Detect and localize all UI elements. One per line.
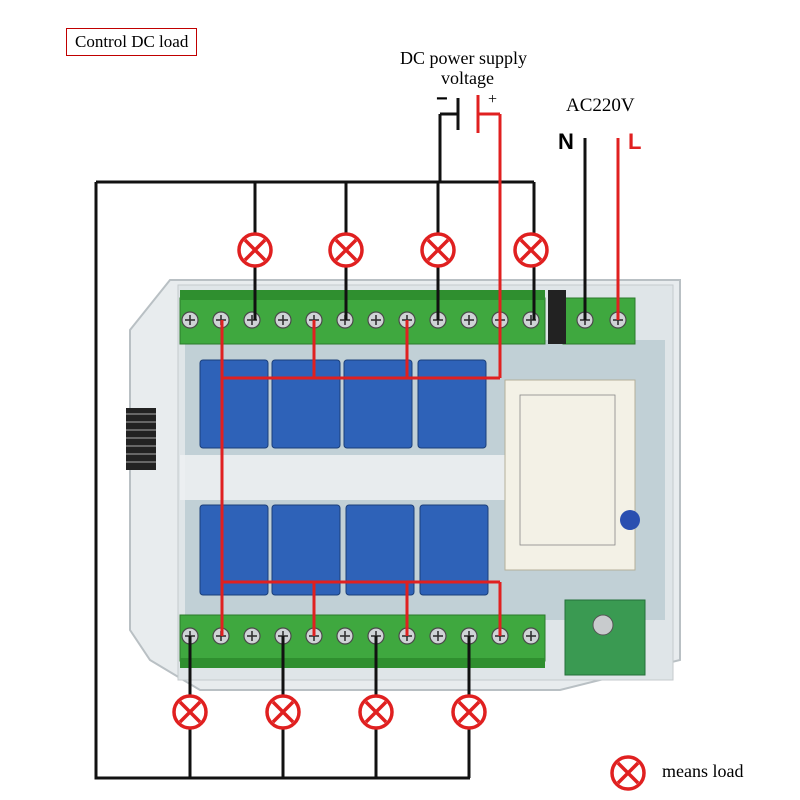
- lid-strip: [180, 455, 505, 500]
- load-lamp-icon: [610, 755, 646, 791]
- relays-bottom-row: [199, 504, 489, 596]
- loads-bottom: [172, 694, 487, 730]
- top-terminal-block: [179, 290, 546, 345]
- dc-supply-label-line2: voltage: [441, 68, 494, 88]
- ac-live-label: L: [628, 129, 642, 154]
- diagram-title: Control DC load: [66, 28, 198, 56]
- dc-supply-label-line1: DC power supply: [400, 48, 527, 68]
- ac-terminal-block: [548, 290, 636, 345]
- bottom-terminal-block: [179, 614, 546, 668]
- relays-top-row: [199, 359, 487, 449]
- red-wires: [220, 114, 620, 636]
- ac-voltage-label: AC220V: [566, 95, 635, 116]
- dc-plus-sign: +: [488, 91, 498, 108]
- receiver-module: [504, 379, 646, 676]
- ac-neutral-label: N: [558, 129, 574, 154]
- legend-text: means load: [662, 761, 744, 781]
- dc-minus-sign: −: [436, 88, 448, 110]
- antenna-coil: [126, 408, 156, 470]
- dc-supply-symbol: [440, 95, 500, 133]
